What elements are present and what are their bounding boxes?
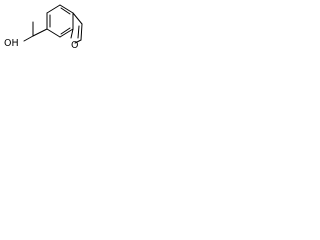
bond	[74, 39, 82, 44]
bond	[46, 28, 61, 38]
bond	[70, 28, 74, 39]
furan-oxygen-label: O	[71, 40, 78, 51]
bond	[46, 4, 61, 14]
hydroxyl-label: OH	[4, 38, 19, 49]
bond	[72, 12, 83, 25]
bond	[80, 23, 83, 41]
bond	[32, 28, 48, 37]
bond	[23, 35, 34, 42]
bond	[59, 4, 74, 14]
bond	[59, 28, 74, 38]
double-bond	[60, 27, 71, 35]
molecule-structure: OH O	[4, 4, 83, 51]
double-bond	[60, 7, 71, 15]
bond	[77, 25, 80, 39]
